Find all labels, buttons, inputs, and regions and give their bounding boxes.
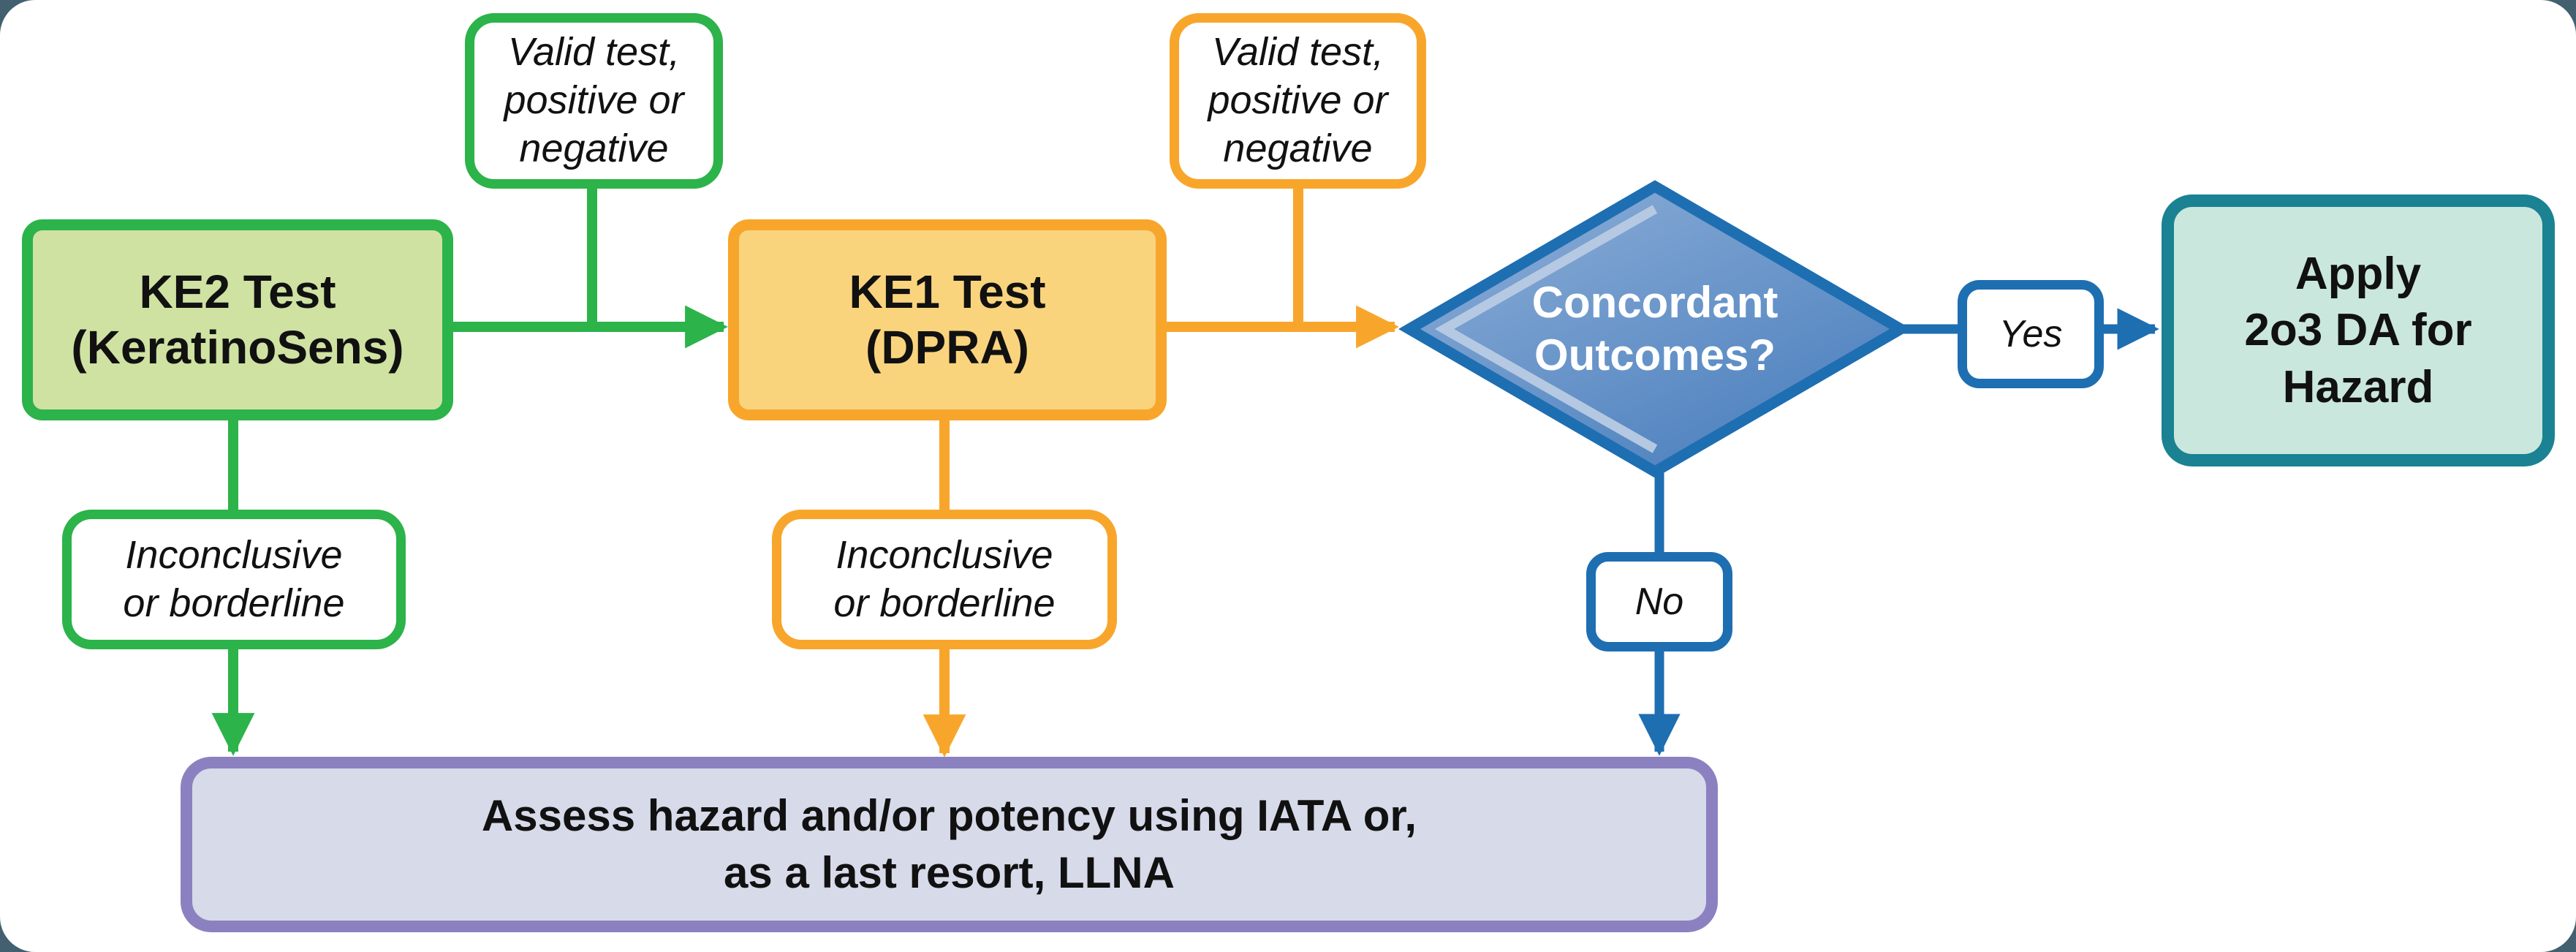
assess-hazard-node: Assess hazard and/or potency using IATA … [181, 757, 1718, 932]
decision-diamond-bevel [1434, 205, 1658, 453]
ke2-inconclusive-label: Inconclusive or borderline [62, 510, 406, 649]
ke1-inconclusive-label: Inconclusive or borderline [772, 510, 1117, 649]
no-label: No [1586, 552, 1732, 651]
yes-label: Yes [1958, 280, 2104, 388]
ke1-test-node: KE1 Test (DPRA) [728, 219, 1167, 420]
concordant-outcomes-decision: Concordant Outcomes? [1531, 278, 1778, 379]
ke1-valid-test-label: Valid test, positive or negative [1170, 13, 1426, 189]
ke2-valid-test-label: Valid test, positive or negative [465, 13, 723, 189]
decision-diamond-shape [1398, 180, 1912, 478]
ke2-test-node: KE2 Test (KeratinoSens) [22, 219, 453, 420]
apply-2o3-da-node: Apply 2o3 DA for Hazard [2162, 194, 2555, 466]
